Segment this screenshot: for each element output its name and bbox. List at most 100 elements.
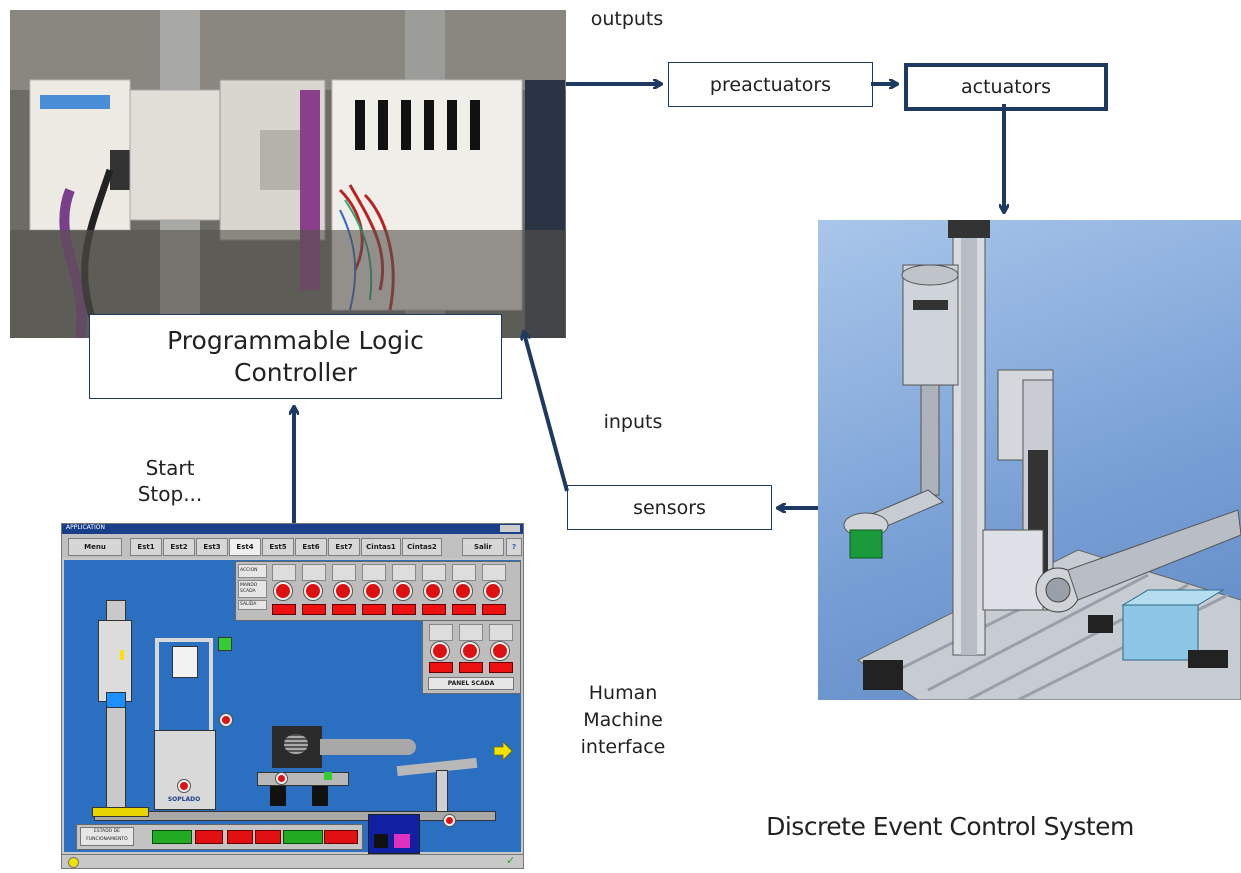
panel-output-indicator <box>429 662 453 673</box>
hmi-side-button[interactable] <box>220 714 232 726</box>
panel-output-indicator <box>489 662 513 673</box>
scada-output-indicator <box>272 604 296 615</box>
hmi-window-controls <box>500 525 520 532</box>
hmi-tab-menu[interactable]: Menu <box>68 538 122 556</box>
hmi-main-conveyor <box>94 811 496 821</box>
panel-output-indicator <box>459 662 483 673</box>
hmi-next-icon[interactable] <box>493 741 513 761</box>
hmi-sensor-yellow <box>120 650 124 660</box>
hmi-press-frame <box>155 638 213 732</box>
hmi-gripper-post <box>436 770 448 816</box>
sensors-box: sensors <box>567 485 772 530</box>
yellow-right-arrow-icon <box>493 741 513 761</box>
plc-label-line-2: Controller <box>234 357 357 387</box>
hmi-cylinder <box>98 620 132 702</box>
preactuators-box: preactuators <box>668 62 873 107</box>
scada-output-indicator <box>422 604 446 615</box>
hmi-help-button[interactable]: ? <box>506 538 522 556</box>
scada-button[interactable] <box>484 582 502 600</box>
hmi-label-line-1: Human <box>588 682 658 704</box>
scada-button[interactable] <box>364 582 382 600</box>
hmi-belt-button[interactable] <box>276 773 287 784</box>
scada-button[interactable] <box>334 582 352 600</box>
panel-col-header <box>489 624 513 641</box>
hmi-bottom-indicator <box>68 857 79 868</box>
scada-output-indicator <box>392 604 416 615</box>
hmi-press-head <box>172 646 198 678</box>
plc-photo <box>10 10 566 338</box>
scada-output-indicator <box>332 604 356 615</box>
hmi-label-line-2: Machine <box>583 709 663 731</box>
scada-row-salida: SALIDA <box>238 600 267 610</box>
station-illustration <box>843 220 1241 700</box>
scada-col-header <box>482 564 506 581</box>
plc-label-line-1: Programmable Logic <box>167 325 424 355</box>
plc-box: Programmable Logic Controller <box>89 314 502 399</box>
inputs-label: inputs <box>603 411 663 433</box>
scada-col-header <box>452 564 476 581</box>
panel-col-header <box>429 624 453 641</box>
hmi-block <box>312 786 328 806</box>
hmi-press-body <box>154 730 216 810</box>
sensors-to-plc-arrow <box>524 333 569 492</box>
scada-col-header <box>332 564 356 581</box>
scada-output-indicator <box>452 604 476 615</box>
hmi-tab-cintas1[interactable]: Cintas1 <box>361 538 401 556</box>
panel-col-header <box>459 624 483 641</box>
hmi-tab-est6[interactable]: Est6 <box>295 538 327 556</box>
hmi-blower-grille <box>284 734 308 754</box>
panel-button[interactable] <box>491 642 509 660</box>
hmi-tab-est3[interactable]: Est3 <box>196 538 228 556</box>
outputs-label: outputs <box>590 8 664 30</box>
hmi-status-red <box>324 830 358 844</box>
hmi-label: Human Machine interface <box>573 680 673 761</box>
hmi-status-black <box>374 834 388 848</box>
hmi-tab-est5[interactable]: Est5 <box>262 538 294 556</box>
hmi-tab-est7[interactable]: Est7 <box>328 538 360 556</box>
hmi-belt-indicator <box>324 772 332 780</box>
actuators-box: actuators <box>904 63 1108 111</box>
hmi-title: APPLICATION <box>66 524 105 531</box>
scada-button[interactable] <box>304 582 322 600</box>
hmi-tab-est2[interactable]: Est2 <box>163 538 195 556</box>
scada-output-indicator <box>482 604 506 615</box>
scada-col-header <box>362 564 386 581</box>
scada-col-header <box>272 564 296 581</box>
hmi-titlebar: APPLICATION <box>62 524 523 534</box>
sensors-label: sensors <box>633 496 706 519</box>
hmi-cylinder-blue <box>106 692 126 708</box>
panel-button[interactable] <box>461 642 479 660</box>
hmi-conveyor-button[interactable] <box>444 815 455 826</box>
scada-button[interactable] <box>454 582 472 600</box>
hmi-bottom-check-icon[interactable]: ✓ <box>506 854 516 867</box>
actuators-label: actuators <box>960 76 1051 98</box>
hmi-status-green <box>283 830 323 844</box>
hmi-bottom-bar <box>62 854 523 868</box>
scada-row-labels: ACCION MANDO SCADA SALIDA <box>238 564 267 616</box>
scada-row-mando: MANDO SCADA <box>238 580 267 598</box>
hmi-status-magenta <box>394 834 410 848</box>
hmi-tab-est4[interactable]: Est4 <box>229 538 261 556</box>
hmi-status-green <box>152 830 192 844</box>
hmi-tab-est1[interactable]: Est1 <box>130 538 162 556</box>
hmi-press-button[interactable] <box>178 780 190 792</box>
scada-row-accion: ACCION <box>238 564 267 578</box>
scada-button[interactable] <box>394 582 412 600</box>
soplado-label: SOPLADO <box>167 796 201 803</box>
hmi-screen: APPLICATION Menu Est1 Est2 Est3 Est4 Est… <box>61 523 524 869</box>
scada-output-indicator <box>362 604 386 615</box>
hmi-tab-salir[interactable]: Salir <box>462 538 504 556</box>
system-title: Discrete Event Control System <box>766 812 1134 841</box>
scada-col-header <box>302 564 326 581</box>
scada-button[interactable] <box>424 582 442 600</box>
panel-button[interactable] <box>431 642 449 660</box>
hmi-label-line-3: interface <box>580 736 666 758</box>
scada-output-indicator <box>302 604 326 615</box>
scada-col-header <box>392 564 416 581</box>
scada-button[interactable] <box>274 582 292 600</box>
preactuators-label: preactuators <box>709 73 832 96</box>
hmi-tab-cintas2[interactable]: Cintas2 <box>402 538 442 556</box>
hmi-status-red <box>227 830 253 844</box>
hmi-belt-upper <box>257 772 349 786</box>
hmi-status-label: ESTADO DE FUNCIONAMIENTO <box>80 827 134 846</box>
